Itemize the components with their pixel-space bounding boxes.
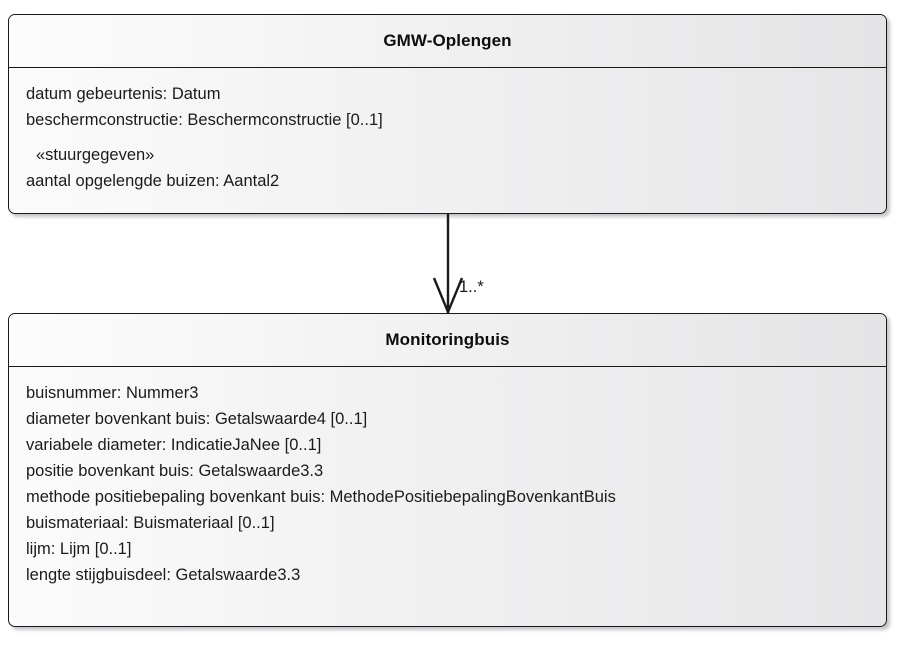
arrowhead-open-icon [432,277,464,316]
attribute-row: positie bovenkant buis: Getalswaarde3.3 [26,462,324,480]
attribute-row: datum gebeurtenis: Datum [26,85,221,103]
attribute-row: aantal opgelengde buizen: Aantal2 [26,172,280,190]
attribute-row: lengte stijgbuisdeel: Getalswaarde3.3 [26,566,301,584]
attribute-row: lijm: Lijm [0..1] [26,540,132,558]
class-title: Monitoringbuis [385,330,510,349]
uml-class-monitoringbuis[interactable]: Monitoringbuis buisnummer: Nummer3 diame… [8,313,887,627]
class-header: GMW-Oplengen [9,15,886,68]
connector-multiplicity-label: 1..* [459,278,484,296]
uml-class-gmw-oplengen[interactable]: GMW-Oplengen datum gebeurtenis: Datum be… [8,14,887,214]
attribute-row: methode positiebepaling bovenkant buis: … [26,488,616,506]
attribute-stereotype: «stuurgegeven» [36,146,155,164]
class-header: Monitoringbuis [9,314,886,367]
attribute-row: diameter bovenkant buis: Getalswaarde4 [… [26,410,368,428]
attribute-row: buisnummer: Nummer3 [26,384,199,402]
class-attributes: datum gebeurtenis: Datum beschermconstru… [9,68,886,204]
attribute-row: buismateriaal: Buismateriaal [0..1] [26,514,275,532]
class-title: GMW-Oplengen [383,31,512,50]
attribute-row: beschermconstructie: Beschermconstructie… [26,111,383,129]
class-attributes: buisnummer: Nummer3 diameter bovenkant b… [9,367,886,598]
attribute-row: variabele diameter: IndicatieJaNee [0..1… [26,436,322,454]
